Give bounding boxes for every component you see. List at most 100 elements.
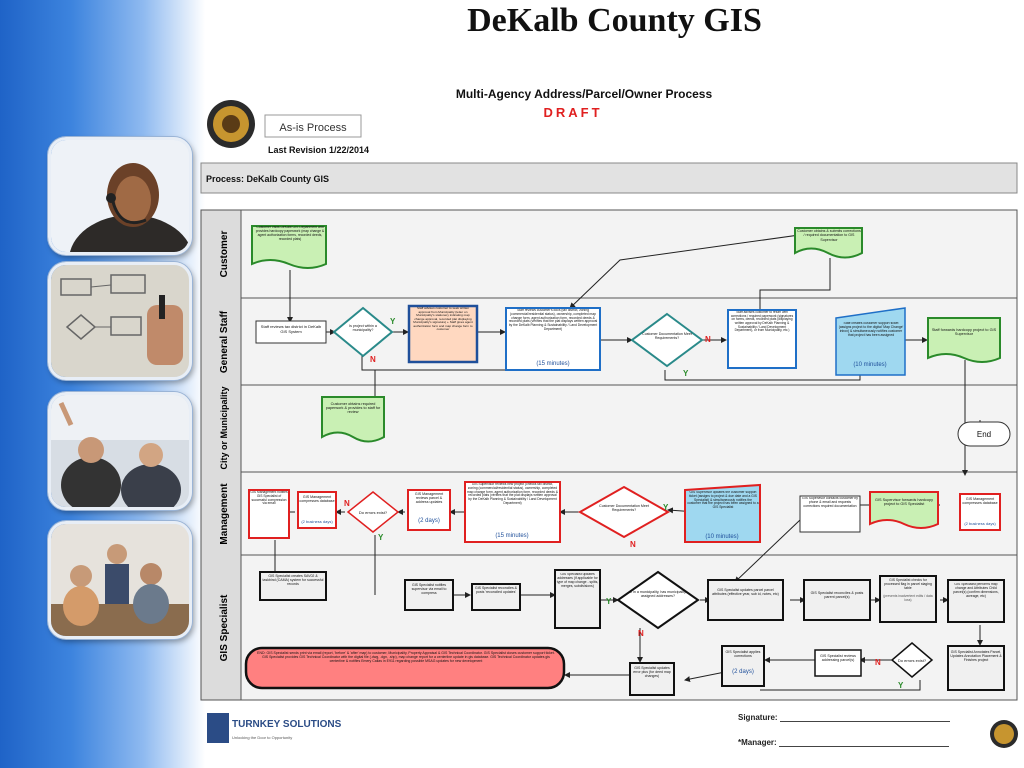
swimlanes (200, 209, 1018, 701)
customer-corrections-text: Customer obtains & submits corrections /… (797, 229, 861, 242)
staff-doc-decision-text: Customer Documentation Meet Requirements… (642, 332, 692, 340)
supervisor-forwards-text: GIS Supervisor forwards hardcopy project… (874, 498, 934, 506)
city-paperwork-text: Customer obtains required paperwork & pr… (325, 402, 381, 414)
staff-advises-box (407, 304, 479, 364)
no-label: N (630, 540, 636, 549)
spec-errors-decision (890, 642, 934, 678)
manager-label: *Manager: (738, 738, 777, 747)
lane-management: Management (219, 483, 230, 545)
page-title: DeKalb County GIS (467, 2, 762, 39)
process-label: Process: DeKalb County GIS (206, 174, 329, 184)
left-sidebar (0, 0, 205, 768)
spec-review-addressing-text: GIS Specialist reviews addressing parcel… (820, 654, 856, 662)
municipality-decision (332, 306, 394, 358)
spec-reconcile-box (471, 583, 521, 611)
spec-flag-note: (prevents inadvertent edits / data loss) (883, 594, 933, 602)
county-seal-icon (207, 100, 255, 148)
supervisor-contact-text: GIS Supervisor contacts customer by phon… (802, 497, 858, 508)
spec-map-change-box (947, 579, 1005, 623)
supervisor-ticket-text: GIS Supervisor updates the customer supp… (687, 491, 759, 510)
spec-error-plus-text: GIS Specialist updates error plus (for d… (633, 666, 671, 678)
staff-forwards-text: Staff forwards hardcopy project to GIS S… (931, 328, 997, 336)
spec-flag-text: GIS Specialist checks for processed flag… (884, 578, 932, 590)
end-label: End (977, 430, 991, 439)
supervisor-contact-box (799, 495, 861, 533)
turnkey-name: TURNKEY SOLUTIONS (232, 719, 342, 730)
manager-line: *Manager: (738, 738, 949, 747)
diagram-heading: Multi-Agency Address/Parcel/Owner Proces… (456, 87, 713, 101)
mgmt-errors-decision (346, 491, 400, 533)
staff-return-text: Staff advises customer to return with co… (730, 311, 794, 333)
yes-label: Y (663, 503, 669, 512)
turnkey-tagline: Unlocking the Door to Opportunity (232, 735, 292, 740)
mgmt-notify-text: GIS Management notifies GIS Specialist o… (250, 491, 288, 506)
no-label: N (344, 499, 350, 508)
customer-corrections-doc (794, 227, 863, 259)
staff-reviews-time: (15 minutes) (536, 361, 569, 367)
spec-flag-box (879, 575, 937, 623)
spec-reconcile-text: GIS Specialist reconciles & posts 'recon… (474, 586, 518, 594)
spec-end-text: END: GIS Specialist sends print via emai… (257, 651, 555, 664)
staff-doc-decision (630, 312, 704, 368)
yes-label: Y (378, 533, 384, 542)
county-seal-small-icon (990, 720, 1018, 748)
no-label: N (370, 355, 376, 364)
spec-corrections-box (721, 645, 765, 687)
mgmt-compress2-box (959, 493, 1001, 531)
flowchart-sketch-photo (48, 262, 192, 380)
lane-general-staff: General Staff (219, 310, 230, 373)
supervisor-review-time: (15 minutes) (495, 533, 528, 539)
supervisor-forwards-doc (869, 491, 939, 529)
lane-gis-specialist: GIS Specialist (219, 594, 230, 661)
staff-reviews-tax-box (255, 320, 327, 344)
mgmt-notify-box (248, 489, 290, 539)
connectors (272, 229, 983, 691)
supervisor-review-text: GIS Supervisor reviews new project (chec… (467, 483, 558, 505)
spec-review-addressing-box (814, 649, 862, 677)
as-is-box (264, 114, 362, 138)
spec-notify-text: GIS Specialist notifies supervisor via e… (411, 583, 447, 595)
end-terminator (957, 421, 1011, 447)
mgmt-errors-text: Do errors exist? (359, 510, 388, 515)
staff-reviews-docs-box (505, 307, 601, 371)
staff-ticket-time: (10 minutes) (853, 362, 886, 368)
supervisor-review-box (464, 481, 561, 543)
signature-line: Signature: (738, 713, 950, 722)
staff-forwards-doc (927, 317, 1001, 363)
spec-annotate-text: GIS Specialist Annotates Parcel, Updates… (950, 650, 1002, 663)
staff-reviews-tax-text: Staff reviews tax district in DeKalb GIS… (260, 324, 322, 334)
mgmt-compress-box (297, 491, 337, 529)
spec-address-text: GIS Specialist updates addresses (if app… (556, 573, 599, 588)
yes-label: Y (390, 317, 396, 326)
support-agent-photo (48, 137, 192, 255)
lane-city-municipality: City or Municipality (219, 386, 229, 469)
mgmt-compress2-text: GIS Management compresses database (962, 497, 998, 505)
mgmt-review-text: GIS Management reviews parcel & address … (414, 492, 444, 504)
spec-reconcile-parent-box (803, 579, 871, 621)
spec-parcel-attr-text: GIS Specialist updates parcel parcel att… (712, 588, 779, 596)
team-meeting-photo (48, 521, 192, 639)
lane-customer: Customer (219, 231, 230, 278)
supervisor-doc-decision (577, 485, 671, 539)
spec-address-box (554, 569, 601, 629)
spec-map-change-text: GIS Specialist performs map change and A… (953, 583, 999, 598)
spec-municipality-decision (616, 570, 700, 630)
yes-label: Y (683, 369, 689, 378)
spec-error-plus-box (629, 662, 675, 696)
spec-annotate-box (947, 645, 1005, 691)
yes-label: Y (898, 681, 904, 690)
staff-ticket-text: Staff creates customer support ticket (a… (838, 322, 904, 337)
spec-errors-text: Do errors exist? (898, 658, 927, 663)
no-label: N (705, 335, 711, 344)
presentation-photo (48, 392, 192, 510)
spec-notify-box (404, 579, 454, 611)
mgmt-compress-text: GIS Management compresses database (299, 495, 335, 503)
spec-parcel-attr-box (707, 579, 784, 621)
yes-label: Y (606, 597, 612, 606)
supervisor-ticket-box (684, 483, 761, 543)
process-header (200, 162, 1018, 194)
municipality-decision-text: Is project within a municipality? (349, 324, 377, 332)
mgmt-review-time: (2 days) (418, 518, 440, 524)
city-paperwork-doc (321, 396, 385, 443)
